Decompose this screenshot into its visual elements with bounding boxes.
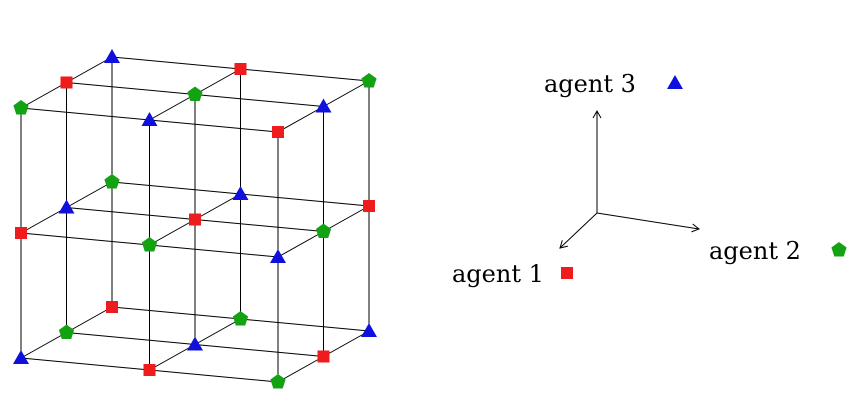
grid-edge (194, 94, 324, 107)
agent-1-axis (559, 212, 598, 249)
agent-1-label: agent 1 (452, 260, 544, 288)
triangle-node-marker (361, 323, 377, 337)
agent-2-axis (596, 212, 700, 233)
pentagon-node-marker (58, 324, 75, 339)
grid-edge (66, 207, 196, 220)
grid-edge (240, 68, 370, 82)
grid-edge (149, 219, 196, 246)
grid-edge (66, 332, 196, 345)
grid-edge (277, 356, 324, 383)
triangle-node-marker (187, 336, 203, 351)
grid-edge (66, 181, 113, 208)
pentagon-node-marker (315, 223, 332, 238)
square-node-marker (15, 227, 27, 239)
grid-edge (20, 357, 150, 371)
triangle-node-marker (270, 249, 286, 263)
grid-edge (149, 244, 279, 258)
grid-edge (194, 68, 241, 95)
triangle-node-marker (315, 98, 332, 113)
square-node-marker (272, 126, 284, 138)
grid-edge (323, 205, 370, 232)
grid-edges (20, 56, 370, 383)
grid-edge (66, 82, 196, 95)
grid-edge (111, 181, 241, 195)
agent3-legend-triangle-icon (667, 75, 683, 89)
axes-legend: agent 1 agent 2 agent 3 (452, 70, 847, 288)
square-node-marker (143, 364, 156, 376)
pentagon-node-marker (232, 311, 249, 326)
grid-edge (111, 56, 241, 70)
triangle-node-marker (58, 199, 75, 214)
grid-edge (277, 106, 324, 133)
grid-edge (194, 318, 241, 345)
triangle-node-marker (141, 112, 158, 126)
grid-edge (323, 330, 370, 357)
square-node-marker (189, 213, 201, 226)
pentagon-node-marker (13, 100, 29, 115)
pentagon-node-marker (104, 174, 120, 189)
pentagon-node-marker (187, 86, 203, 101)
grid-edge (20, 232, 150, 246)
grid-edge (149, 94, 196, 121)
grid-edge (194, 219, 324, 232)
grid-edge (149, 344, 196, 371)
agent2-legend-pentagon-icon (831, 242, 847, 257)
grid-nodes (13, 49, 377, 389)
pentagon-node-marker (270, 374, 286, 389)
grid-edge (111, 306, 241, 320)
agent-2-label: agent 2 (709, 237, 801, 265)
grid-edge (240, 318, 370, 332)
grid-edge (20, 107, 150, 121)
grid-edge (20, 332, 67, 359)
pentagon-node-marker (361, 73, 377, 88)
grid-edge (194, 193, 241, 220)
legend-markers (561, 75, 847, 279)
square-node-marker (60, 76, 73, 89)
grid-edge (323, 80, 370, 107)
triangle-node-marker (13, 350, 29, 364)
agent-3-label: agent 3 (544, 70, 636, 98)
square-node-marker (234, 63, 247, 75)
grid-edge (66, 56, 113, 83)
agent1-legend-square-icon (561, 267, 573, 279)
grid-edge (194, 344, 324, 357)
grid-edge (277, 231, 324, 258)
grid-edge (66, 306, 113, 333)
grid-edge (149, 369, 279, 383)
grid-edge (20, 207, 67, 234)
square-node-marker (317, 350, 330, 363)
grid-edge (240, 193, 370, 207)
pentagon-node-marker (141, 237, 158, 252)
square-node-marker (106, 301, 118, 313)
triangle-node-marker (104, 49, 120, 63)
grid-edge (20, 82, 67, 109)
square-node-marker (363, 200, 375, 212)
grid-edge (149, 119, 279, 133)
triangle-node-marker (232, 186, 249, 200)
